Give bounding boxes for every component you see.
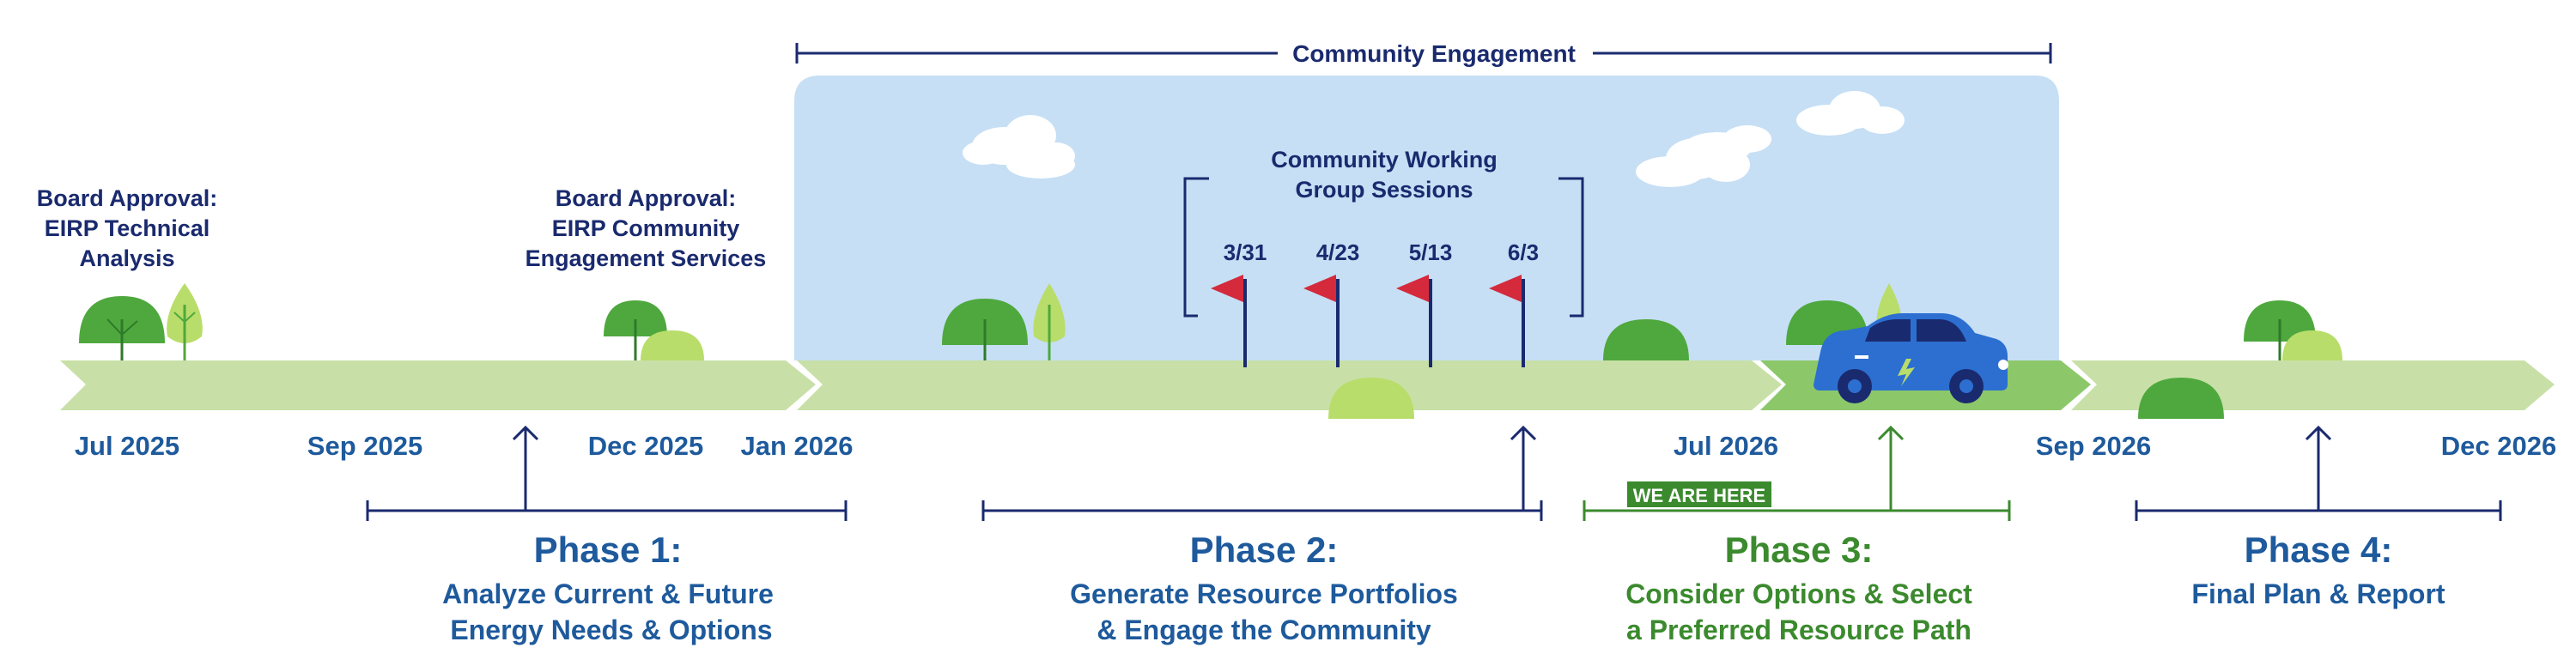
tree-icon xyxy=(79,296,165,360)
lightning-icon xyxy=(1898,359,1915,386)
date-jul-2026: Jul 2026 xyxy=(1674,431,1778,461)
date-dec-2026: Dec 2026 xyxy=(2441,431,2556,461)
flag-icon xyxy=(1303,275,1340,367)
arrow-up-icon xyxy=(1510,425,1537,511)
car-icon xyxy=(1814,313,2008,403)
we-are-here-label: WE ARE HERE xyxy=(1633,485,1765,506)
band-segment-phase1 xyxy=(60,360,816,410)
date-jul-2025: Jul 2025 xyxy=(75,431,179,461)
bush-icon xyxy=(1603,319,1689,360)
phase-3-bracket xyxy=(1583,500,2011,521)
cloud-icon xyxy=(1006,142,1075,179)
band-segment-phase2 xyxy=(797,360,1782,410)
we-are-here-badge xyxy=(1627,481,1771,507)
tree-icon xyxy=(942,299,1028,360)
date-sep-2025: Sep 2025 xyxy=(307,431,422,461)
cloud-icon xyxy=(1683,125,1771,163)
bush-icon xyxy=(2138,378,2224,419)
working-group-title-line1: Community Working xyxy=(1271,147,1498,173)
phase-1-line2: Energy Needs & Options xyxy=(450,614,772,645)
phase-3-title: Phase 3: xyxy=(1725,530,1874,570)
community-engagement-label: Community Engagement xyxy=(1292,40,1576,67)
tree-icon xyxy=(2244,300,2316,360)
milestone-1-line3: Analysis xyxy=(79,245,174,271)
working-group-title-line2: Group Sessions xyxy=(1295,177,1473,203)
milestone-2-line2: EIRP Community xyxy=(552,215,740,241)
session-date-2: 4/23 xyxy=(1316,239,1360,265)
phase-1-line1: Analyze Current & Future xyxy=(442,578,774,609)
milestone-community-engagement: Board Approval: EIRP Community Engagemen… xyxy=(526,185,767,271)
session-date-3: 5/13 xyxy=(1409,239,1453,265)
milestone-2-line3: Engagement Services xyxy=(526,245,767,271)
milestone-technical-analysis: Board Approval: EIRP Technical Analysis xyxy=(37,185,218,271)
date-jan-2026: Jan 2026 xyxy=(741,431,854,461)
working-group-bracket xyxy=(1183,177,1584,318)
date-dec-2025: Dec 2025 xyxy=(588,431,703,461)
arrow-up-icon xyxy=(512,425,539,511)
phase-1-bracket xyxy=(366,500,848,521)
arrow-up-icon xyxy=(1877,425,1905,511)
bush-icon xyxy=(641,330,704,360)
phase-4-title: Phase 4: xyxy=(2245,530,2393,570)
phase-2-bracket xyxy=(981,500,1543,521)
tree-icon xyxy=(1033,283,1066,360)
phase-3-line2: a Preferred Resource Path xyxy=(1626,614,1971,645)
phase-2-title: Phase 2: xyxy=(1190,530,1339,570)
milestone-2-line1: Board Approval: xyxy=(556,185,737,211)
milestone-1-line2: EIRP Technical xyxy=(45,215,210,241)
session-date-1: 3/31 xyxy=(1224,239,1267,265)
session-date-4: 6/3 xyxy=(1508,239,1539,265)
tree-icon xyxy=(604,300,667,360)
flag-icon xyxy=(1396,275,1432,367)
milestone-1-line1: Board Approval: xyxy=(37,185,218,211)
phase-3-line1: Consider Options & Select xyxy=(1625,578,1972,609)
community-engagement-bracket xyxy=(795,43,2052,64)
bush-icon xyxy=(1328,378,1414,419)
phase-1-title: Phase 1: xyxy=(534,530,683,570)
phase-2-line2: & Engage the Community xyxy=(1097,614,1431,645)
flag-icon xyxy=(1211,275,1247,367)
date-sep-2026: Sep 2026 xyxy=(2036,431,2151,461)
tree-icon xyxy=(167,283,203,360)
cloud-icon xyxy=(1796,91,1905,136)
flag-icon xyxy=(1489,275,1525,367)
arrow-up-icon xyxy=(2305,425,2332,511)
phase-4-line1: Final Plan & Report xyxy=(2191,578,2445,609)
bush-icon xyxy=(2282,330,2342,360)
phase-2-line1: Generate Resource Portfolios xyxy=(1070,578,1458,609)
